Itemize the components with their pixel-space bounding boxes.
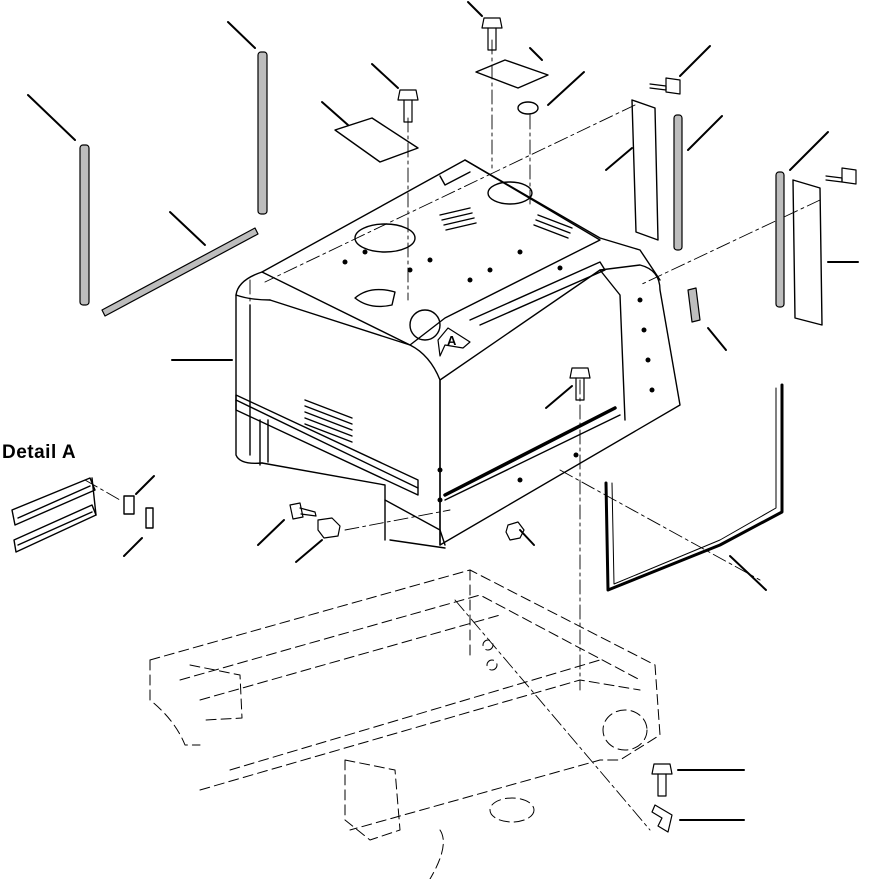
- cap-plug: [517, 101, 539, 115]
- bolt-side-top-icon: [649, 77, 681, 95]
- bolts: [289, 17, 857, 833]
- u-shaped-seal: [604, 383, 784, 592]
- mounting-holes: [342, 249, 655, 503]
- engine-hood-cover: [235, 159, 681, 549]
- detail-a-pin-part: [145, 507, 154, 529]
- bolt-front-lower-icon: [289, 502, 317, 520]
- callout-a-label: A: [447, 333, 457, 348]
- small-seal-pad: [687, 287, 701, 323]
- nut-icon: [505, 521, 525, 541]
- lower-frame-outline: [149, 569, 661, 879]
- side-cover-plate: [631, 99, 659, 241]
- detail-a-title: Detail A: [2, 442, 77, 463]
- detail-a-clip-part: [123, 495, 135, 515]
- detail-a-rail-upper: [11, 477, 96, 526]
- seal-strip-right-vertical: [775, 171, 785, 308]
- bolt-bottom-right-icon: [651, 763, 673, 797]
- top-cover-plate: [334, 117, 419, 163]
- seal-strip-left-vertical: [79, 144, 90, 306]
- cover-plates: [334, 59, 823, 326]
- bolt-middle-icon: [569, 367, 591, 401]
- rubber-seal-strips: [79, 51, 785, 323]
- seal-strip-rear-vertical: [257, 51, 268, 215]
- bolt-top-center-icon: [481, 17, 503, 51]
- bolt-top-left-icon: [397, 89, 419, 123]
- seal-strip-side-rear: [673, 114, 683, 251]
- clip-bottom-right-icon: [651, 804, 673, 833]
- assembly-guide-lines: [84, 39, 821, 831]
- bolt-right-icon: [825, 167, 857, 185]
- small-cover-plate: [475, 59, 549, 89]
- seal-strip-diagonal: [101, 227, 259, 317]
- detail-a-view: [11, 477, 154, 553]
- right-cover-plate: [792, 179, 823, 326]
- leader-lines: [27, 1, 859, 821]
- clip-fastener-icon: [317, 517, 341, 539]
